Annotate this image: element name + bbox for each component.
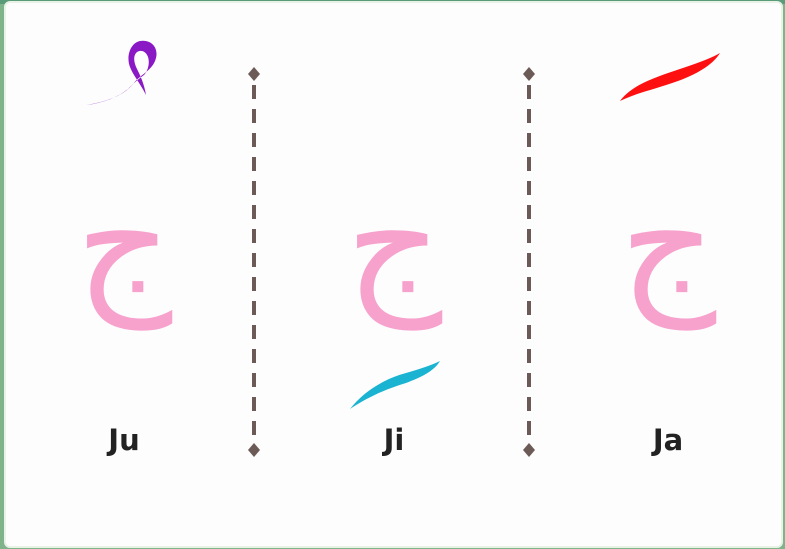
dammah-mark bbox=[86, 40, 157, 105]
letter-jeem: ج bbox=[345, 156, 443, 330]
lesson-card: ج Ju ج Ji ج Ja bbox=[6, 3, 781, 546]
kasrah-mark bbox=[350, 361, 440, 409]
column-ju: ج Ju bbox=[54, 3, 194, 546]
fathah-mark bbox=[620, 53, 720, 101]
label-ji: Ji bbox=[383, 423, 405, 457]
label-ja: Ja bbox=[652, 423, 684, 457]
column-ji: ج Ji bbox=[324, 3, 464, 546]
column-ja: ج Ja bbox=[598, 3, 738, 546]
label-ju: Ju bbox=[108, 423, 140, 457]
letter-jeem: ج bbox=[75, 156, 173, 330]
dashed-divider bbox=[523, 67, 535, 457]
letter-jeem: ج bbox=[619, 156, 717, 330]
dashed-divider bbox=[248, 67, 260, 457]
